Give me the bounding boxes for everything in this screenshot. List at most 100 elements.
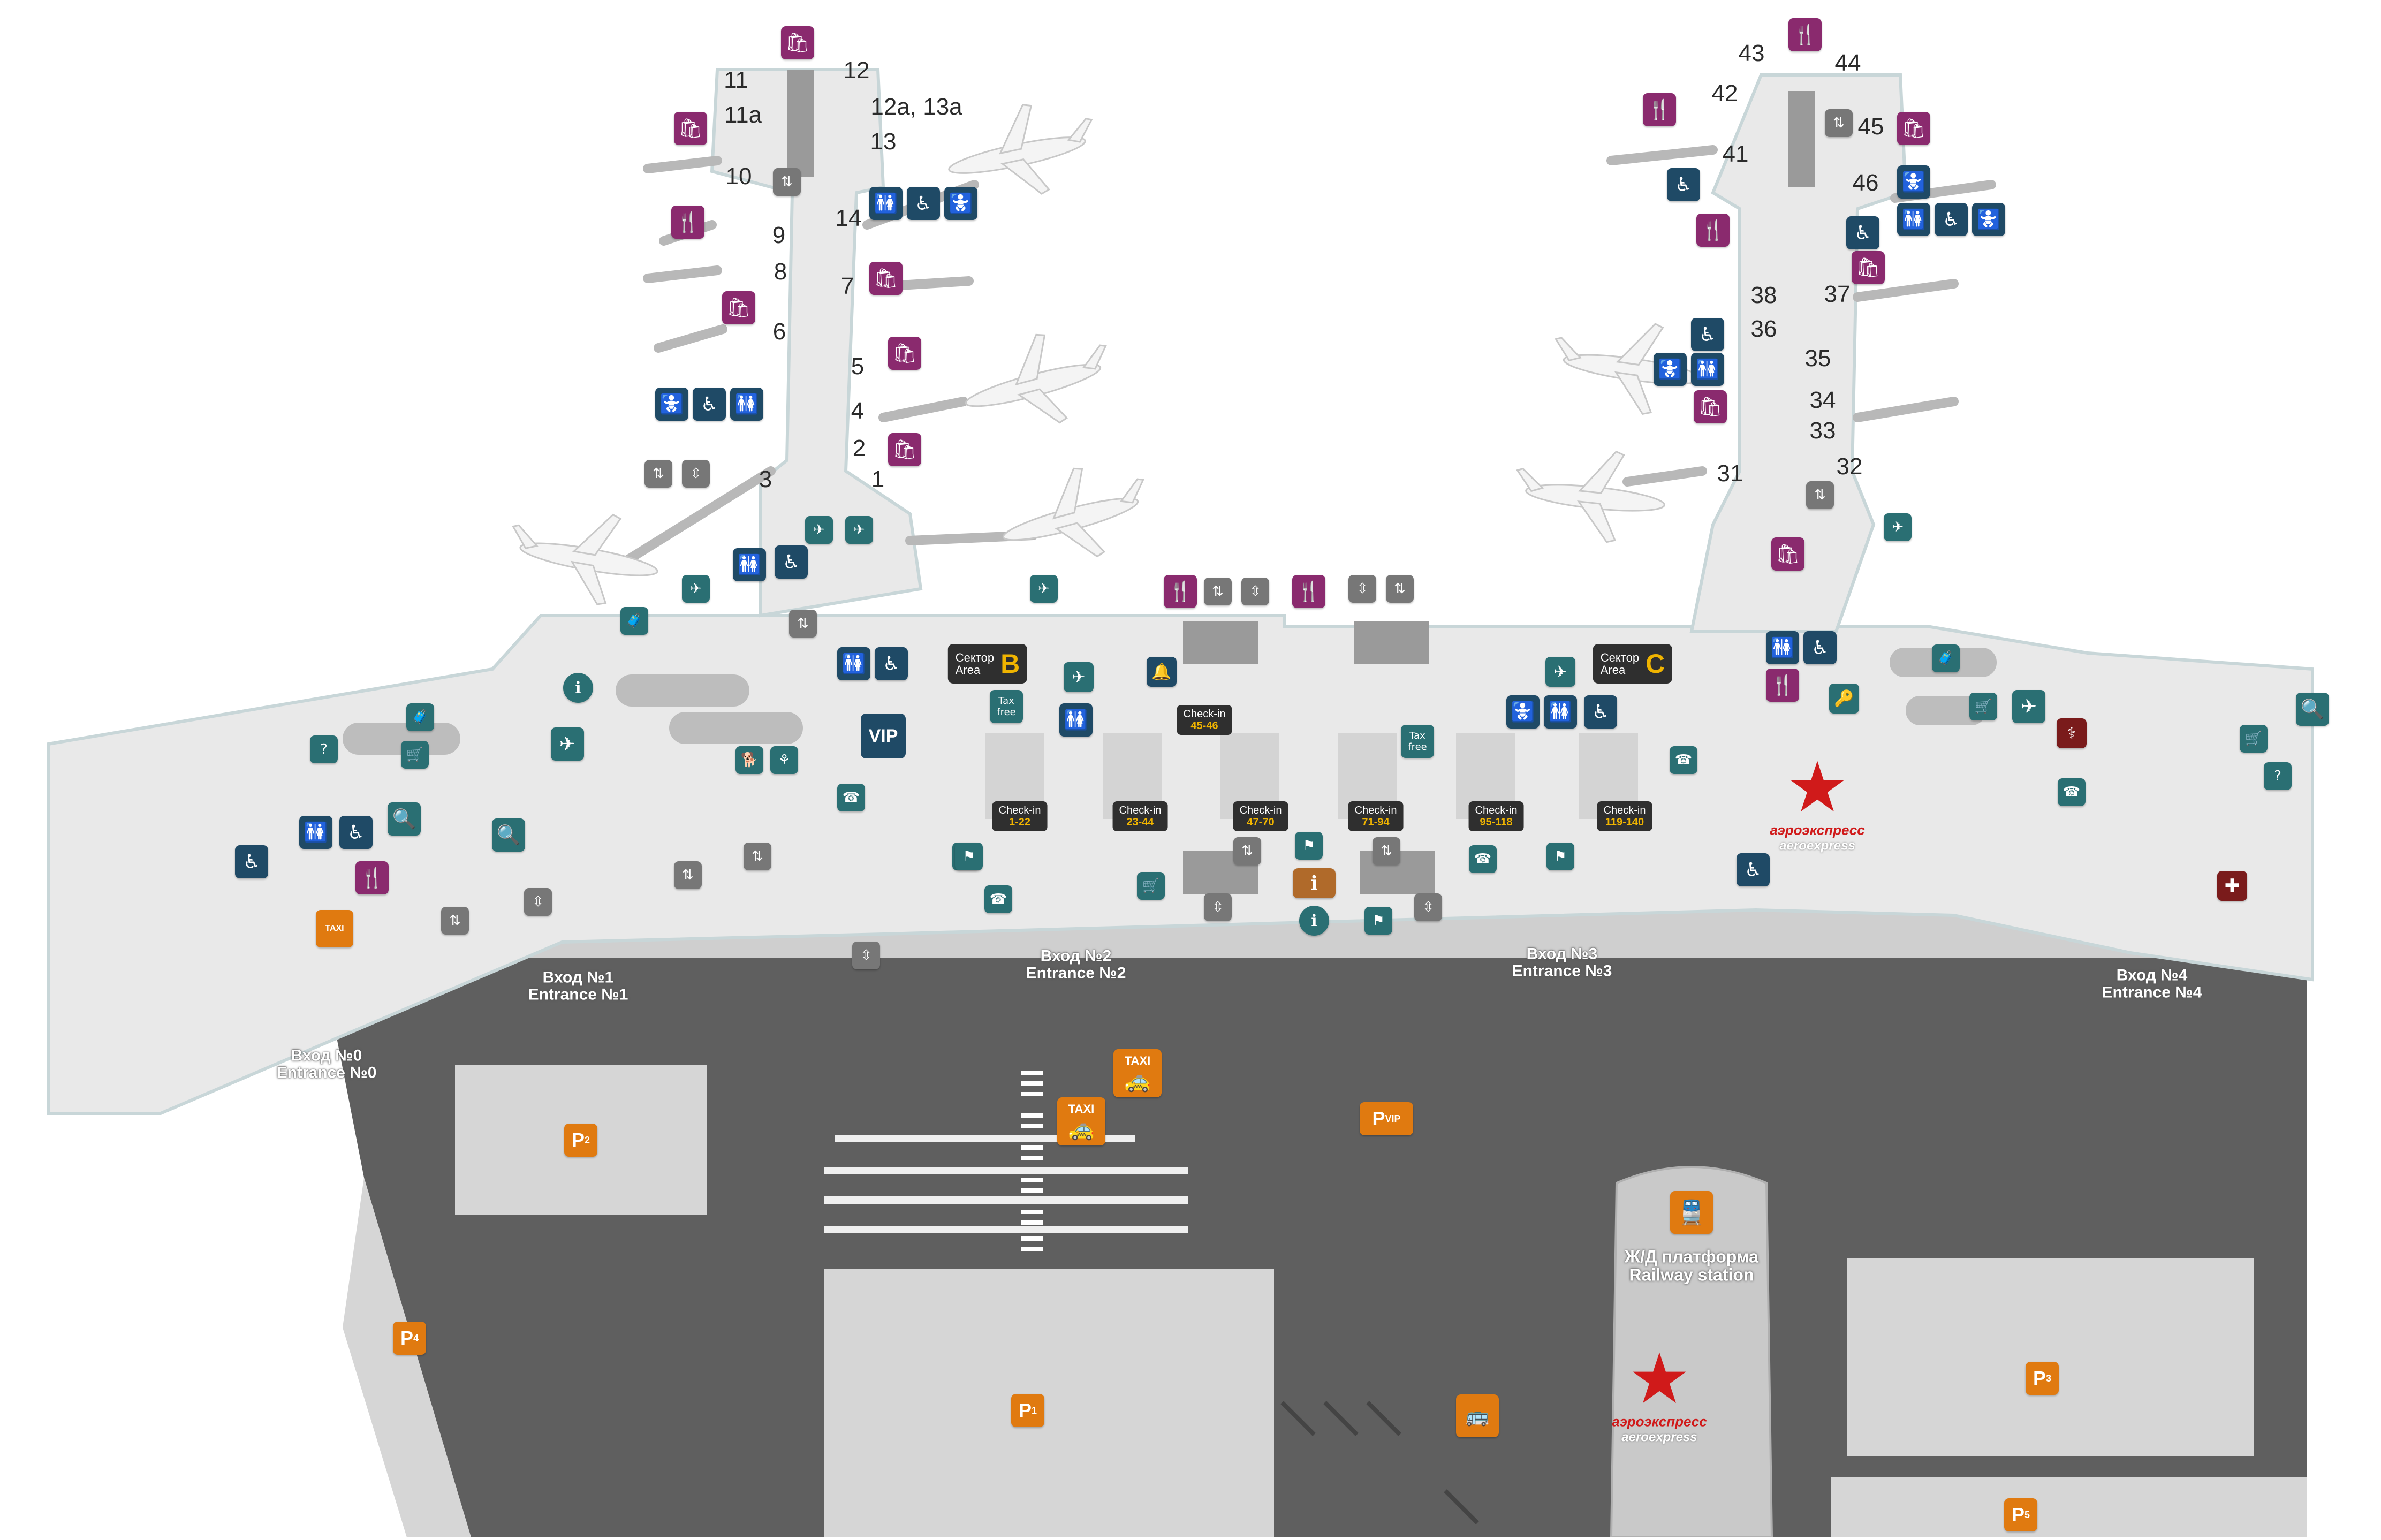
wheelchair-icon[interactable]: ♿	[1803, 631, 1837, 664]
escalator-icon[interactable]: ⇅	[1386, 575, 1414, 603]
service-desk-icon[interactable]: ☎	[1469, 845, 1497, 873]
wheelchair-icon[interactable]: ♿	[1935, 203, 1968, 236]
restaurant-icon[interactable]: 🍴	[1696, 214, 1730, 247]
baggage-icon[interactable]: 🧳	[406, 703, 434, 731]
lost-and-found-icon[interactable]: 🔍	[2296, 693, 2329, 726]
baby-care-icon[interactable]: 🚼	[1654, 353, 1687, 386]
vip-lounge-badge[interactable]: VIP	[861, 714, 906, 758]
wheelchair-icon[interactable]: ♿	[1667, 168, 1700, 201]
shop-bag-icon[interactable]: 🛍	[1771, 537, 1804, 571]
shop-bag-icon[interactable]: 🛍	[1694, 390, 1727, 423]
trolley-icon[interactable]: 🛒	[1969, 693, 1997, 720]
trolley-icon[interactable]: 🛒	[401, 741, 429, 769]
service-desk-icon[interactable]: ☎	[2058, 778, 2086, 806]
security-icon[interactable]: ⚑	[1364, 907, 1392, 935]
wheelchair-icon[interactable]: ♿	[1737, 853, 1770, 886]
toilets-icon[interactable]: 🚻	[869, 187, 903, 220]
restaurant-icon[interactable]: 🍴	[671, 206, 704, 239]
information-desk-icon[interactable]: ℹ	[1293, 868, 1336, 898]
information-icon[interactable]: ℹ	[563, 673, 593, 703]
taxi-icon[interactable]: TAXI	[316, 910, 353, 947]
meeting-point-icon[interactable]: 🔔	[1147, 657, 1177, 687]
shop-bag-icon[interactable]: 🛍	[1852, 251, 1885, 284]
departures-icon[interactable]: ✈	[1545, 657, 1575, 687]
shop-bag-icon[interactable]: 🛍	[722, 291, 755, 324]
wheelchair-icon[interactable]: ♿	[775, 545, 808, 579]
restaurant-icon[interactable]: 🍴	[1164, 575, 1197, 608]
restaurant-icon[interactable]: 🍴	[1292, 575, 1325, 608]
elevator-icon[interactable]: ⇳	[1414, 893, 1442, 921]
service-desk-icon[interactable]: ☎	[1670, 746, 1697, 774]
escalator-icon[interactable]: ⇅	[644, 460, 672, 488]
escalator-icon[interactable]: ⇅	[789, 610, 817, 638]
shop-bag-icon[interactable]: 🛍	[781, 26, 814, 59]
wheelchair-icon[interactable]: ♿	[693, 388, 726, 421]
toilets-icon[interactable]: 🚻	[837, 647, 870, 680]
bus-icon[interactable]: 🚌	[1456, 1394, 1499, 1437]
lost-and-found-icon[interactable]: 🔍	[388, 802, 421, 836]
wheelchair-icon[interactable]: ♿	[907, 187, 940, 220]
information-icon[interactable]: ℹ	[1299, 906, 1329, 936]
shop-bag-icon[interactable]: 🛍	[888, 337, 921, 370]
arrivals-icon[interactable]: ✈	[2012, 690, 2045, 723]
escalator-icon[interactable]: ⇅	[1806, 481, 1834, 509]
toilets-icon[interactable]: 🚻	[1691, 353, 1724, 386]
trolley-icon[interactable]: 🛒	[2240, 725, 2268, 753]
baby-care-icon[interactable]: 🚼	[655, 388, 688, 421]
restaurant-icon[interactable]: 🍴	[1643, 93, 1676, 126]
baggage-icon[interactable]: 🧳	[1932, 644, 1960, 672]
restaurant-icon[interactable]: 🍴	[355, 861, 389, 894]
transfer-icon[interactable]: ✈	[1030, 575, 1058, 603]
elevator-icon[interactable]: ⇳	[1241, 578, 1269, 605]
shop-bag-icon[interactable]: 🛍	[888, 433, 921, 466]
transfer-icon[interactable]: ✈	[805, 516, 833, 544]
escalator-icon[interactable]: ⇅	[773, 168, 801, 196]
escalator-icon[interactable]: ⇅	[744, 843, 771, 870]
toilets-icon[interactable]: 🚻	[1544, 695, 1577, 729]
security-icon[interactable]: ⚑	[955, 843, 983, 870]
taxi-icon[interactable]: TAXI🚕	[1057, 1097, 1105, 1145]
restaurant-icon[interactable]: 🍴	[1788, 18, 1822, 51]
wheelchair-icon[interactable]: ♿	[235, 845, 268, 878]
security-icon[interactable]: ⚑	[1546, 843, 1574, 870]
arrivals-icon[interactable]: ✈	[551, 727, 584, 761]
service-desk-icon[interactable]: ☎	[984, 885, 1012, 913]
toilets-icon[interactable]: 🚻	[1059, 703, 1093, 737]
wheelchair-icon[interactable]: ♿	[1584, 695, 1617, 729]
toilets-icon[interactable]: 🚻	[733, 548, 766, 581]
trolley-icon[interactable]: 🛒	[1137, 872, 1165, 900]
elevator-icon[interactable]: ⇳	[682, 460, 710, 488]
escalator-icon[interactable]: ⇅	[1373, 837, 1400, 865]
taxi-icon[interactable]: TAXI🚕	[1113, 1049, 1162, 1097]
wheelchair-icon[interactable]: ♿	[875, 647, 908, 680]
flower-shop-icon[interactable]: ⚘	[770, 746, 798, 774]
wheelchair-icon[interactable]: ♿	[1691, 318, 1724, 351]
escalator-icon[interactable]: ⇅	[1825, 109, 1853, 137]
car-rental-icon[interactable]: 🔑	[1829, 684, 1859, 714]
toilets-icon[interactable]: 🚻	[1766, 631, 1799, 664]
escalator-icon[interactable]: ⇅	[441, 907, 469, 935]
escalator-icon[interactable]: ⇅	[1204, 578, 1232, 605]
shop-bag-icon[interactable]: 🛍	[1897, 112, 1930, 145]
help-icon[interactable]: ?	[2264, 762, 2292, 790]
lost-and-found-icon[interactable]: 🔍	[492, 818, 525, 852]
train-icon[interactable]: 🚆	[1670, 1191, 1713, 1234]
first-aid-icon[interactable]: ✚	[2217, 871, 2247, 901]
shop-bag-icon[interactable]: 🛍	[869, 262, 903, 295]
elevator-icon[interactable]: ⇳	[1348, 575, 1376, 603]
pet-icon[interactable]: 🐕	[735, 746, 763, 774]
toilets-icon[interactable]: 🚻	[730, 388, 763, 421]
restaurant-icon[interactable]: 🍴	[1766, 669, 1799, 702]
baby-care-icon[interactable]: 🚼	[1897, 165, 1930, 199]
help-icon[interactable]: ?	[310, 735, 338, 763]
baby-care-icon[interactable]: 🚼	[1972, 203, 2005, 236]
pharmacy-icon[interactable]: ⚕	[2057, 718, 2087, 748]
baby-care-icon[interactable]: 🚼	[1506, 695, 1540, 729]
